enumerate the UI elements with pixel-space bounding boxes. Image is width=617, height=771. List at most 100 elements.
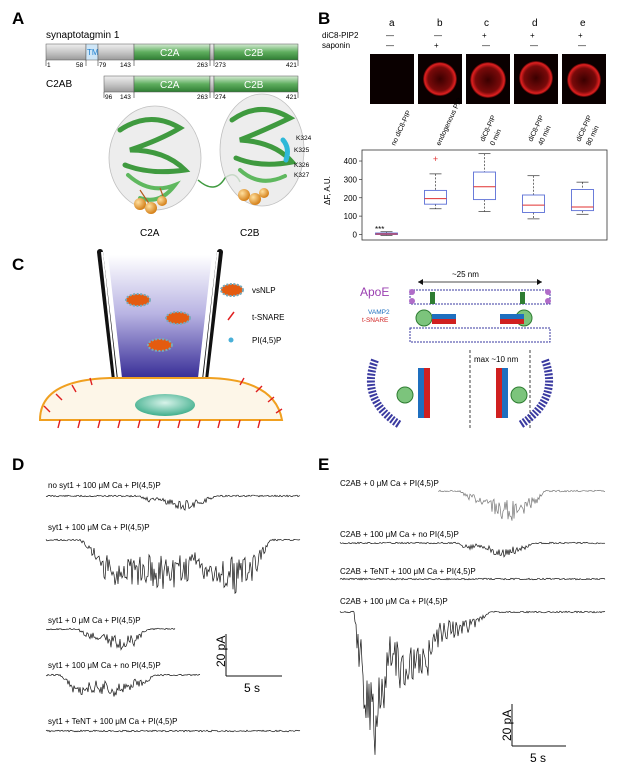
pipette-wall-right <box>202 249 223 383</box>
target-bilayer-top <box>409 327 551 343</box>
panel-c-letter: C <box>12 255 24 274</box>
c2a-c2b-linker <box>209 43 215 61</box>
legend-tsnare: t-SNARE <box>252 313 284 322</box>
trace-e1 <box>437 489 606 521</box>
vamp2-label: VAMP2 <box>368 309 390 316</box>
trace-d5 <box>45 729 301 733</box>
tick-421: 421 <box>286 62 297 69</box>
tick-1: 1 <box>47 62 51 69</box>
dic8-sign-e: + <box>578 31 583 40</box>
trace-e3-label: C2AB + TeNT + 100 μM Ca + PI(4,5)P <box>340 567 476 576</box>
col-letter-c: c <box>484 18 489 29</box>
apoe-label: ApoE <box>360 285 389 299</box>
scale-d-current: 20 pA <box>214 636 228 667</box>
vsnlp-legend-icon <box>220 283 244 297</box>
tick-58: 58 <box>76 62 84 69</box>
saponin-sign-b: + <box>434 41 439 50</box>
significance-marker: *** <box>375 225 384 234</box>
scale-e-current: 20 pA <box>500 710 514 741</box>
trace-d1 <box>45 494 301 511</box>
c2ab-c2a-label: C2A <box>160 80 180 91</box>
cell-nucleus <box>135 394 195 416</box>
panel-b: B a b c d e diC8-PIP2 saponin — — + + + … <box>318 9 608 241</box>
micrograph-captions: no diC8-PIP endogenous PIP diC8-PIP 0 mi… <box>390 97 600 147</box>
legend-pip2: PI(4,5)P <box>252 336 281 345</box>
outlier-1: + <box>433 154 438 164</box>
pipette-solution <box>108 255 212 385</box>
lysine-k327: K327 <box>294 172 310 179</box>
caption-b: endogenous PIP <box>435 97 463 147</box>
c2ab-tick-263: 263 <box>197 94 208 101</box>
c2ab-tick-274: 274 <box>215 94 226 101</box>
panel-d-letter: D <box>12 455 24 474</box>
traces-d <box>45 494 301 733</box>
dic8-sign-a: — <box>386 31 394 40</box>
c2ab-c2b-segment <box>213 75 299 93</box>
dic8-sign-c: + <box>482 31 487 40</box>
lysine-k326: K326 <box>294 162 310 169</box>
trace-e2 <box>339 541 606 558</box>
caption-a: no diC8-PIP <box>390 109 412 146</box>
c2ab-tick-96: 96 <box>105 94 113 101</box>
c2ab-tick-143: 143 <box>120 94 131 101</box>
c2b-segment <box>213 43 299 61</box>
col-letter-b: b <box>437 18 443 29</box>
panel-c: C vsNLP t-SNARE PI(4,5) <box>12 249 554 430</box>
dic8-sign-b: — <box>434 31 442 40</box>
pip2-legend-icon <box>228 337 234 343</box>
tick-143: 143 <box>120 62 131 69</box>
panel-e-letter: E <box>318 455 329 474</box>
c2b-structure-label: C2B <box>240 228 260 239</box>
trace-e3 <box>339 577 606 581</box>
panel-a: A synaptotagmin 1 TM C2A C2B 1 58 79 143… <box>12 9 312 239</box>
pipette-wall-left <box>97 249 118 383</box>
c2ab-c2b-label: C2B <box>244 80 264 91</box>
c2ab-linker-segment <box>103 75 135 93</box>
saponin-signs: — + — — — <box>386 41 586 50</box>
trace-d2 <box>45 538 301 595</box>
linker-segment <box>97 43 135 61</box>
trace-d5-label: syt1 + TeNT + 100 μM Ca + PI(4,5)P <box>48 717 177 726</box>
distance-25nm: ~25 nm <box>452 270 479 279</box>
full-ticks: 1 58 79 143 263 273 421 <box>45 60 299 69</box>
trace-d3-label: syt1 + 0 μM Ca + PI(4,5)P <box>48 616 141 625</box>
box-1 <box>424 189 447 205</box>
c2a-structure <box>108 105 202 214</box>
saponin-sign-d: — <box>530 41 538 50</box>
panel-d: D no syt1 + 100 μM Ca + PI(4,5)P syt1 + … <box>12 455 301 733</box>
col-letter-a: a <box>389 18 395 29</box>
panel-b-letter: B <box>318 9 330 28</box>
saponin-sign-e: — <box>578 41 586 50</box>
tick-79: 79 <box>99 62 107 69</box>
c2b-label: C2B <box>244 48 264 59</box>
boxplot-frame <box>361 149 608 241</box>
trace-d4-label: syt1 + 100 μM Ca + no PI(4,5)P <box>48 661 161 670</box>
distance-10nm: max ~10 nm <box>474 355 519 364</box>
micrograph-a <box>370 54 414 104</box>
trace-e4-label: C2AB + 100 μM Ca + PI(4,5)P <box>340 597 448 606</box>
trace-d1-label: no syt1 + 100 μM Ca + PI(4,5)P <box>48 481 161 490</box>
row-label-dic8: diC8-PIP2 <box>322 31 359 40</box>
box-4 <box>571 189 594 212</box>
boxplot-marks: + <box>375 153 594 236</box>
tick-273: 273 <box>215 62 226 69</box>
col-letter-d: d <box>532 18 538 29</box>
c2ab-mid-linker <box>209 75 215 93</box>
dic8-signs: — — + + + <box>386 31 583 40</box>
c2ab-ticks: 96 143 263 274 421 <box>103 92 299 101</box>
syt1-n-term-segment <box>45 43 87 61</box>
trace-d3 <box>45 627 176 651</box>
lysine-k325: K325 <box>294 147 310 154</box>
trace-e2-label: C2AB + 100 μM Ca + no PI(4,5)P <box>340 530 459 539</box>
panel-a-letter: A <box>12 9 24 28</box>
c2ab-construct-label: C2AB <box>46 79 72 90</box>
saponin-sign-c: — <box>482 41 490 50</box>
panel-e: E C2AB + 0 μM Ca + PI(4,5)P C2AB + 100 μ… <box>318 455 606 765</box>
box-2 <box>473 171 496 201</box>
fusion-membranes <box>366 358 554 429</box>
snare-complex-top <box>415 309 533 327</box>
scale-d-time: 5 s <box>244 681 260 695</box>
